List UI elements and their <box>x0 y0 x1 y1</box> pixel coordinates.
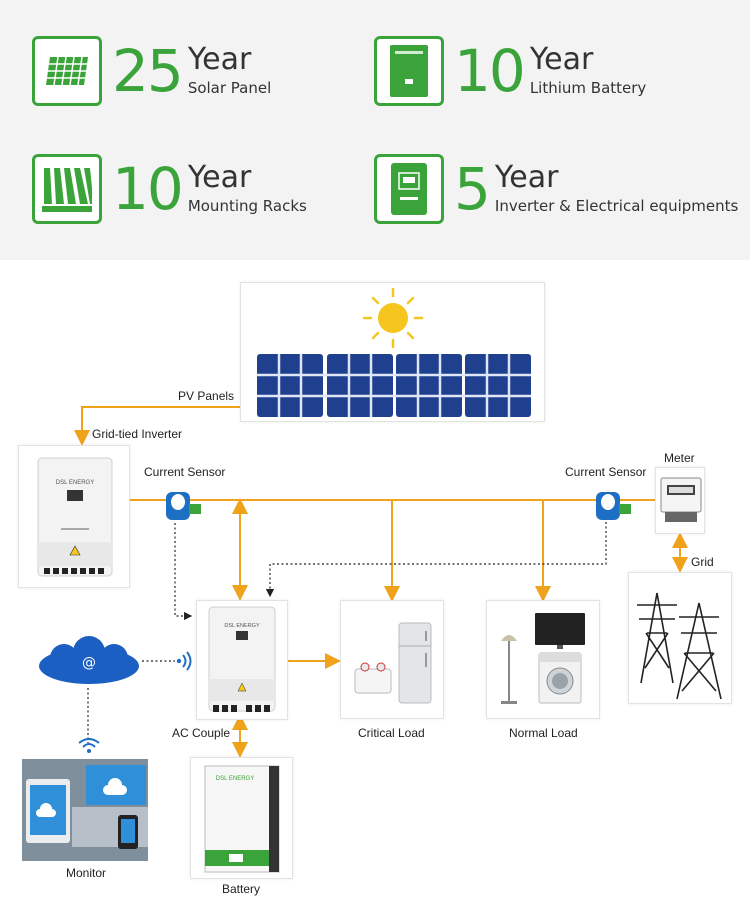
system-diagram: PV Panels Grid-tied Inverter DSL ENERGY … <box>0 260 750 898</box>
grid-tied-inverter-icon: DSL ENERGY <box>37 457 113 577</box>
grid-label: Grid <box>691 555 714 569</box>
battery-label: Battery <box>222 882 261 896</box>
grid-tied-inverter-box: DSL ENERGY <box>18 445 130 588</box>
battery-box: DSL ENERGY <box>190 757 293 879</box>
warranty-unit: Year <box>187 42 252 77</box>
sensor-left-signal-line <box>174 523 193 621</box>
ac-couple-inverter-icon: DSL ENERGY <box>208 606 276 712</box>
normal-load-label: Normal Load <box>509 726 578 740</box>
power-tower-icon <box>637 592 722 700</box>
pv-panels-box <box>240 282 545 422</box>
grid-tied-inverter-label: Grid-tied Inverter <box>92 427 183 441</box>
inverter-brand-text: DSL ENERGY <box>56 480 94 486</box>
current-sensor-right-icon <box>596 492 631 520</box>
warranty-label: Lithium Battery <box>529 79 647 97</box>
warranty-section: 25 Year Solar Panel 10 Year Lithium Batt… <box>0 0 750 260</box>
cloud-at-text: @ <box>82 655 96 671</box>
sun-icon <box>362 287 424 349</box>
monitor-image <box>22 759 148 861</box>
warranty-solar-panel: 25 Year Solar Panel <box>32 36 271 106</box>
sun-and-panels-art <box>257 287 531 417</box>
connection-lines <box>74 406 688 758</box>
monitor-devices-illustration <box>22 759 148 861</box>
warranty-number: 25 <box>112 37 184 105</box>
warranty-number: 10 <box>454 37 526 105</box>
battery-icon <box>374 36 444 106</box>
normal-load-box <box>486 600 600 719</box>
meter-icon <box>660 477 702 522</box>
ac-couple-label: AC Couple <box>172 726 231 740</box>
meter-label: Meter <box>664 451 695 465</box>
warranty-unit: Year <box>187 160 252 195</box>
ac-couple-box: DSL ENERGY <box>196 600 288 720</box>
cloud-icon: @ <box>39 636 139 684</box>
warranty-unit: Year <box>529 42 594 77</box>
warranty-mounting-racks: 10 Year Mounting Racks <box>32 154 307 224</box>
pv-to-inverter-line <box>74 406 240 446</box>
wifi-monitor-icon <box>78 738 100 753</box>
warranty-unit: Year <box>494 160 559 195</box>
warranty-label: Mounting Racks <box>187 197 307 215</box>
mounting-racks-icon <box>32 154 102 224</box>
meter-box <box>655 467 705 534</box>
solar-panel-icon <box>32 36 102 106</box>
critical-load-box <box>340 600 444 719</box>
battery-unit-icon: DSL ENERGY <box>204 765 280 873</box>
current-sensor-left-icon <box>166 492 201 520</box>
warranty-label: Solar Panel <box>187 79 272 97</box>
solar-panels-icon <box>257 354 531 417</box>
critical-load-label: Critical Load <box>358 726 425 740</box>
warranty-inverter: 5 Year Inverter & Electrical equipments <box>374 154 738 224</box>
warranty-number: 5 <box>454 155 491 223</box>
current-sensor-right-label: Current Sensor <box>565 465 647 479</box>
monitor-label: Monitor <box>66 866 107 880</box>
pv-panels-label: PV Panels <box>178 389 235 403</box>
warranty-lithium-battery: 10 Year Lithium Battery <box>374 36 646 106</box>
grid-box <box>628 572 732 704</box>
battery-brand-text: DSL ENERGY <box>216 776 254 782</box>
ac-couple-brand-text: DSL ENERGY <box>224 623 260 629</box>
appliances-icon <box>501 613 585 704</box>
refrigerator-icon <box>354 622 432 704</box>
warranty-label: Inverter & Electrical equipments <box>494 197 739 215</box>
current-sensor-left-label: Current Sensor <box>144 465 226 479</box>
wifi-icon <box>176 651 192 671</box>
warranty-number: 10 <box>112 155 184 223</box>
sensor-right-signal-line <box>265 522 607 598</box>
inverter-icon <box>374 154 444 224</box>
